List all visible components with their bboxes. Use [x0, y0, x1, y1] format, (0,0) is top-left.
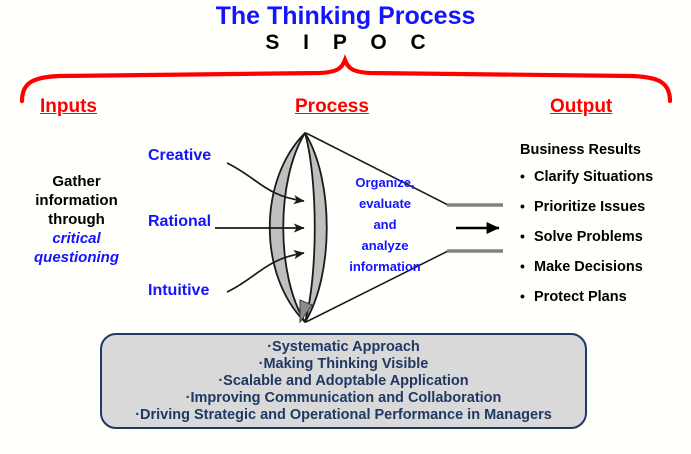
input-mode-rational: Rational [148, 213, 212, 230]
gather-information-text: Gather information through critical ques… [14, 172, 139, 267]
sipoc-acronym: S I P O C [265, 31, 435, 54]
benefit-line: ·Scalable and Adoptable Application [218, 372, 469, 389]
input-mode-intuitive: Intuitive [148, 282, 210, 299]
list-item: Protect Plans [519, 288, 689, 305]
benefit-line: ·Improving Communication and Collaborati… [185, 389, 502, 406]
gather-line-4: critical [52, 230, 101, 247]
gather-line-1: Gather [52, 173, 101, 190]
list-item: Prioritize Issues [519, 198, 689, 215]
section-header-inputs: Inputs [40, 96, 97, 117]
funnel-line-5: information [349, 259, 421, 274]
funnel-line-2: evaluate [358, 196, 412, 211]
benefit-line: ·Making Thinking Visible [258, 355, 429, 372]
benefit-line: ·Driving Strategic and Operational Perfo… [135, 406, 552, 423]
gather-line-2: information [35, 192, 118, 209]
benefit-line: ·Systematic Approach [267, 338, 420, 355]
creative-arrow [226, 162, 305, 205]
input-mode-creative: Creative [148, 147, 212, 164]
down-arrow-to-benefits [299, 299, 313, 324]
intuitive-arrow [226, 250, 305, 293]
business-results-list: Clarify Situations Prioritize Issues Sol… [519, 168, 689, 305]
benefits-box: ·Systematic Approach ·Making Thinking Vi… [100, 333, 587, 429]
funnel-line-3: and [373, 217, 397, 232]
page-title: The Thinking Process [215, 2, 476, 30]
red-curly-brace [19, 54, 673, 104]
funnel-line-4: analyze [361, 238, 409, 253]
section-header-output: Output [550, 96, 613, 117]
lens-shape [268, 132, 328, 323]
input-arrows [215, 162, 305, 293]
business-results-block: Business Results Clarify Situations Prio… [519, 142, 689, 319]
section-header-process: Process [295, 96, 369, 117]
list-item: Solve Problems [519, 228, 689, 245]
funnel-line-1: Organize, [355, 175, 415, 190]
gather-line-5: questioning [34, 249, 119, 266]
list-item: Make Decisions [519, 258, 689, 275]
process-funnel-text: Organize, evaluate and analyze informati… [326, 172, 444, 277]
business-results-heading: Business Results [520, 142, 641, 158]
gather-line-3: through [48, 211, 105, 228]
list-item: Clarify Situations [519, 168, 689, 185]
